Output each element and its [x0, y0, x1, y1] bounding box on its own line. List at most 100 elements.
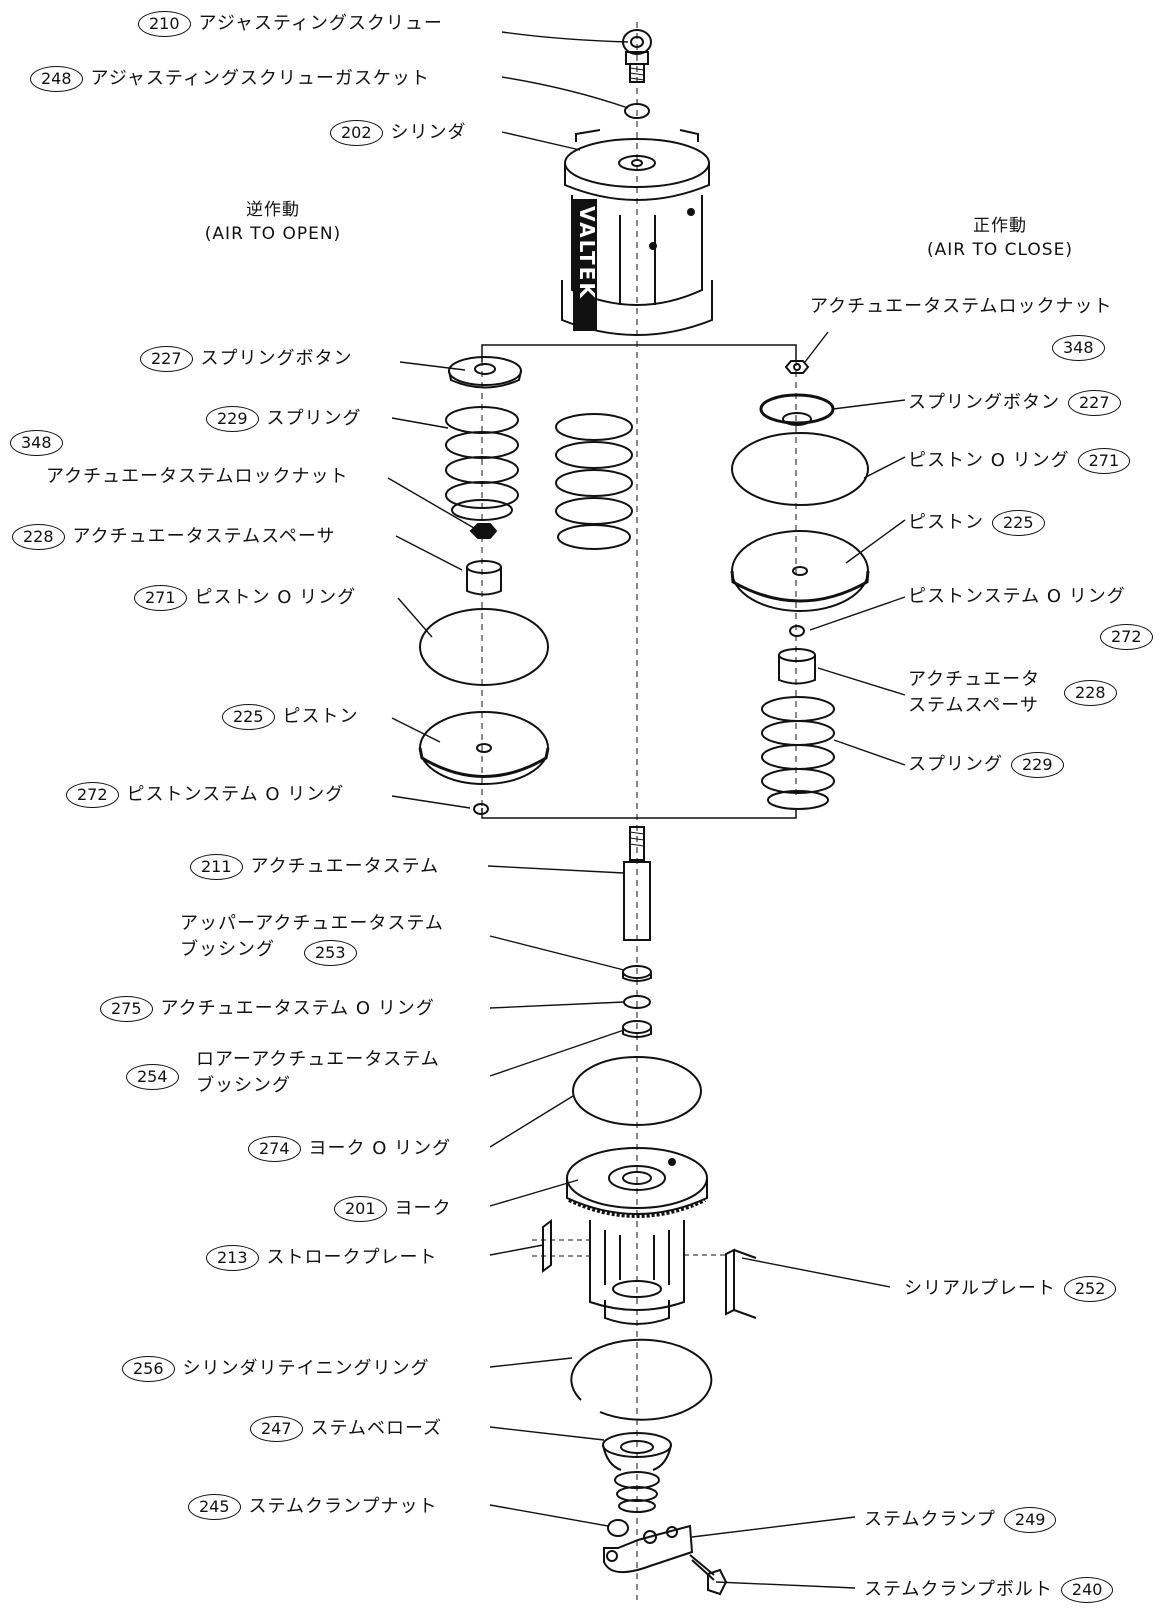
- part-number-badge: 256: [122, 1356, 175, 1382]
- label-right-stem-spacer-line1: アクチュエータ: [908, 669, 1041, 690]
- part-number-badge: 211: [190, 854, 243, 880]
- part-name: アクチュエータステム O リング: [160, 998, 435, 1019]
- label-yoke-o-ring: 274 ヨーク O リング: [248, 1136, 451, 1162]
- left-lock-nut: [469, 523, 498, 539]
- part-name: ヨーク: [394, 1198, 452, 1219]
- label-stem-o-ring: 275 アクチュエータステム O リング: [100, 996, 435, 1022]
- part-name: ステムクランプボルト: [864, 1579, 1053, 1600]
- cylinder: [561, 129, 713, 336]
- part-name: ピストン: [908, 512, 984, 533]
- stem-clamp: [603, 1524, 694, 1573]
- label-right-piston-stem-o-ring: ピストンステム O リング: [908, 586, 1126, 608]
- label-left-lock-nut: アクチュエータステムロックナット: [46, 466, 349, 488]
- part-name: アジャスティングスクリューガスケット: [90, 68, 430, 89]
- part-number-badge: 248: [30, 66, 83, 92]
- right-spring: [761, 696, 835, 810]
- right-piston: [730, 530, 870, 612]
- part-name: ステムベローズ: [310, 1418, 443, 1439]
- label-stem-clamp-bolt: ステムクランプボルト 240: [864, 1577, 1114, 1603]
- label-right-spring-button: スプリングボタン 227: [908, 390, 1121, 416]
- right-header-subtitle: (AIR TO CLOSE): [927, 240, 1073, 260]
- part-name: ピストンステム O リング: [908, 586, 1126, 607]
- part-name: アクチュエータステムスペーサ: [72, 526, 336, 547]
- part-name: アクチュエータステムロックナット: [46, 466, 349, 487]
- right-header: 正作動 (AIR TO CLOSE): [900, 214, 1100, 262]
- part-name: ステムクランプ: [864, 1509, 996, 1530]
- left-header-title: 逆作動: [246, 200, 300, 220]
- label-left-lock-nut-number: 348: [10, 430, 63, 456]
- part-name: スプリング: [266, 408, 362, 429]
- center-spring: [555, 413, 633, 550]
- right-stem-spacer: [778, 648, 816, 685]
- label-lower-bushing-line1: ロアーアクチュエータステム: [196, 1049, 440, 1070]
- label-right-stem-spacer-line2: ステムスペーサ: [908, 695, 1039, 716]
- serial-plate: [684, 1248, 757, 1319]
- part-name: シリンダ: [390, 122, 467, 143]
- label-right-lock-nut: アクチュエータステムロックナット: [810, 296, 1113, 318]
- label-right-piston-stem-o-ring-number: 272: [1100, 624, 1153, 650]
- part-number-badge: 229: [206, 406, 259, 432]
- yoke-o-ring: [572, 1056, 702, 1126]
- part-number-badge: 227: [1068, 390, 1121, 416]
- label-upper-bushing-line2: ブッシング: [180, 939, 275, 960]
- part-name: ヨーク O リング: [308, 1138, 452, 1159]
- label-lower-bushing-line2: ブッシング: [196, 1075, 291, 1096]
- right-lock-nut: [784, 360, 810, 374]
- part-name: アクチュエータステムロックナット: [810, 296, 1113, 317]
- label-left-spring: 229 スプリング: [206, 406, 362, 432]
- part-name: スプリングボタン: [908, 392, 1060, 413]
- left-stem-spacer: [466, 560, 502, 596]
- part-name: ピストン O リング: [194, 587, 357, 608]
- label-stroke-plate: 213 ストロークプレート: [206, 1245, 438, 1271]
- lower-stem-bushing: [622, 1020, 652, 1038]
- retaining-ring: [570, 1338, 713, 1421]
- label-screw-gasket: 248 アジャスティングスクリューガスケット: [30, 66, 430, 92]
- label-right-lock-nut-number: 348: [1052, 335, 1105, 361]
- label-upper-bushing-number: 253: [304, 940, 357, 966]
- right-piston-o-ring: [731, 432, 869, 506]
- label-lower-bushing-number: 254: [126, 1064, 179, 1090]
- part-name: ピストン O リング: [908, 450, 1070, 471]
- bracket-frame-bottom: [481, 808, 797, 819]
- part-number-badge: 275: [100, 996, 153, 1022]
- part-number-badge: 245: [188, 1494, 241, 1520]
- label-cylinder: 202 シリンダ: [330, 120, 467, 146]
- left-piston: [418, 711, 550, 785]
- part-number-badge: 213: [206, 1245, 259, 1271]
- left-piston-o-ring: [419, 608, 549, 686]
- part-name: ピストンステム O リング: [126, 784, 345, 805]
- part-name: ストロークプレート: [266, 1247, 438, 1268]
- left-header: 逆作動 (AIR TO OPEN): [178, 198, 368, 246]
- left-spring-button: [448, 356, 522, 389]
- part-number-badge: 274: [248, 1136, 301, 1162]
- right-spring-button: [759, 393, 835, 426]
- stem-clamp-bolt: [689, 1554, 728, 1596]
- stroke-plate: [532, 1219, 590, 1273]
- part-number-badge: 249: [1003, 1507, 1057, 1533]
- left-spring: [445, 406, 519, 521]
- label-stem-clamp-nut: 245 ステムクランプナット: [188, 1494, 437, 1520]
- part-number-badge: 271: [134, 585, 187, 611]
- part-number-badge: 247: [250, 1416, 303, 1442]
- part-number-badge: 240: [1060, 1577, 1114, 1603]
- part-number-badge: 227: [140, 346, 193, 372]
- label-left-piston-o-ring: 271 ピストン O リング: [134, 585, 356, 611]
- part-name: ステムクランプナット: [248, 1496, 438, 1517]
- label-left-stem-spacer: 228 アクチュエータステムスペーサ: [12, 524, 336, 550]
- leader-lines: [387, 31, 906, 1589]
- part-number-badge: 228: [12, 524, 65, 550]
- part-number-badge: 202: [330, 120, 383, 146]
- stem-bellows: [602, 1432, 672, 1513]
- label-upper-bushing-line1: アッパーアクチュエータステム: [180, 913, 444, 934]
- cylinder-brand: VALTEK: [575, 206, 599, 300]
